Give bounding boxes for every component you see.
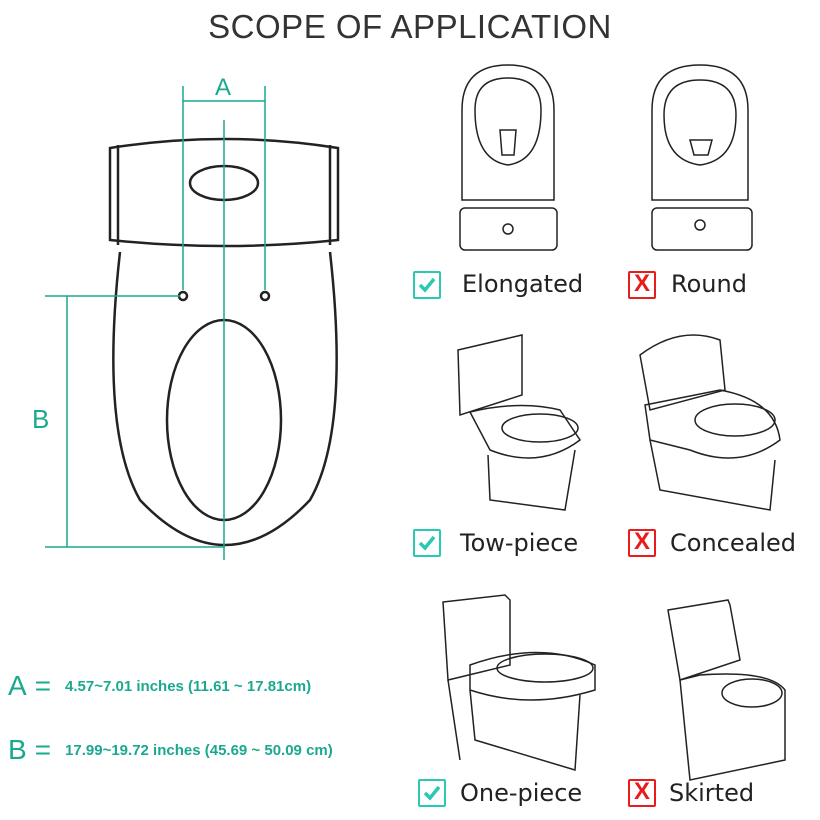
two-piece-toilet-drawing [457, 334, 582, 511]
spec-a-label: A [8, 670, 27, 701]
page-title: SCOPE OF APPLICATION [208, 8, 612, 45]
skirted-toilet-drawing [667, 599, 786, 781]
elongated-toilet-drawing [459, 64, 558, 251]
check-icon [413, 271, 441, 299]
dimension-lines [45, 86, 266, 560]
type-label-round: Round [671, 270, 747, 298]
spec-b: B= 17.99~19.72 inches (45.69 ~ 50.09 cm) [8, 734, 333, 766]
round-toilet-drawing [651, 64, 753, 251]
check-icon [418, 779, 446, 807]
type-label-two-piece: Tow-piece [460, 529, 579, 557]
type-label-elongated: Elongated [462, 270, 584, 298]
x-icon: X [628, 528, 656, 557]
type-label-one-piece: One-piece [460, 779, 583, 807]
top-view-toilet-diagram [108, 137, 340, 547]
type-label-concealed: Concealed [670, 529, 796, 557]
spec-a-value: 4.57~7.01 inches (11.61 ~ 17.81cm) [65, 678, 312, 695]
x-icon: X [628, 778, 656, 807]
spec-b-label: B [8, 734, 27, 765]
concealed-toilet-drawing [639, 334, 781, 511]
type-label-skirted: Skirted [669, 779, 755, 807]
spec-a: A= 4.57~7.01 inches (11.61 ~ 17.81cm) [8, 670, 311, 702]
dimension-b-marker: B [32, 404, 50, 434]
equals-sign: = [34, 734, 52, 765]
equals-sign: = [34, 670, 52, 701]
dimension-a-marker: A [215, 74, 232, 101]
x-icon: X [628, 270, 656, 299]
spec-b-value: 17.99~19.72 inches (45.69 ~ 50.09 cm) [65, 742, 333, 759]
one-piece-toilet-drawing [442, 594, 596, 771]
check-icon [413, 529, 441, 557]
